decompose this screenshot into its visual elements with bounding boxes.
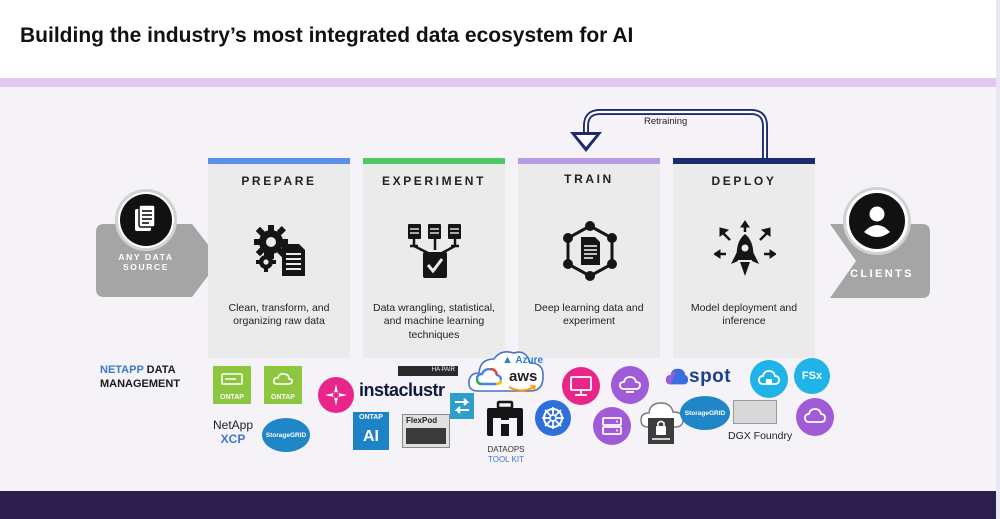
cloud-lock-icon (757, 368, 781, 390)
data-label: DATA (147, 364, 176, 376)
spot-logo-mark (665, 366, 689, 388)
flexpod-logo: FlexPod (402, 414, 450, 448)
stage-bar (673, 158, 815, 164)
secure-cloud-logo (750, 360, 788, 398)
stage-description: Clean, transform, and organizing raw dat… (214, 302, 344, 329)
management-label: MANAGEMENT (100, 378, 180, 392)
stage-train: TRAIN Deep learning data and experiment (518, 158, 660, 358)
storagegrid-label: StorageGRID (685, 410, 725, 417)
rocket-icon (714, 220, 776, 282)
aws-smile-icon (508, 385, 536, 393)
document-stack-icon (118, 192, 174, 248)
ontap-ai-bottom: AI (353, 428, 389, 446)
swap-logo (450, 393, 474, 419)
flexpod-label: FlexPod (406, 416, 437, 425)
compass-logo (318, 377, 354, 413)
google-cloud-icon (476, 368, 502, 386)
source-label-line2: SOURCE (100, 263, 192, 273)
swap-arrows-icon (450, 393, 474, 419)
stage-prepare: PREPARE Clean, tran (208, 158, 350, 358)
hw-label: HA PAIR (432, 367, 455, 373)
cloud-service-logo-2 (796, 398, 834, 436)
rack-image (406, 428, 446, 444)
storagegrid-logo-1: StorageGRID (262, 418, 310, 452)
toolkit-text: TOOL KIT (473, 455, 539, 465)
server-appliance (648, 418, 674, 444)
kubernetes-logo (535, 400, 571, 436)
stage-experiment: EXPERIMENT Data wrangling, statistical, … (363, 158, 505, 358)
stage-title: EXPERIMENT (363, 174, 505, 188)
data-management-label: NETAPP DATA MANAGEMENT (100, 364, 180, 392)
azure-icon: ▲ (502, 354, 513, 366)
clients-icon-circle (843, 187, 911, 255)
stage-deploy: DEPLOY Model deployment and inference (673, 158, 815, 358)
server-stack-icon (601, 415, 623, 437)
storage-service-logo (593, 407, 631, 445)
dgx-system-image (733, 400, 777, 424)
clients-label: CLIENTS (838, 268, 926, 280)
storagegrid-logo-2: StorageGRID (680, 396, 730, 430)
fsx-label: FSx (802, 370, 822, 382)
monitor-icon (569, 375, 593, 397)
stage-description: Data wrangling, statistical, and machine… (369, 302, 499, 342)
spot-cloud-icon (665, 366, 689, 388)
xcp-text: XCP (208, 432, 258, 446)
azure-logo: ▲ Azure (502, 354, 543, 366)
stage-title: PREPARE (208, 174, 350, 188)
network-document-icon (559, 220, 621, 282)
ontap-ai-top: ONTAP (353, 414, 389, 421)
source-icon-circle (115, 189, 177, 251)
dgx-foundry-label: DGX Foundry (728, 430, 792, 442)
spot-logo: spot (689, 366, 731, 388)
user-icon (846, 190, 908, 252)
cloud-icon (803, 407, 827, 427)
netapp-label: NETAPP (100, 364, 144, 376)
stage-title: TRAIN (518, 172, 660, 186)
ontap-label: ONTAP (264, 394, 302, 401)
compass-icon (324, 383, 348, 407)
stage-bar (363, 158, 505, 164)
cloud-icon (272, 371, 294, 387)
dataops-toolkit-label: DATAOPS TOOL KIT (473, 445, 539, 465)
ha-pair-hardware: HA PAIR (398, 366, 458, 376)
storage-icon (221, 371, 243, 387)
netapp-xcp-logo: NetApp XCP (208, 418, 258, 446)
cloud-icon (618, 375, 642, 395)
instaclustr-logo: instaclustr (359, 380, 445, 401)
stage-bar (208, 158, 350, 164)
stage-description: Model deployment and inference (679, 302, 809, 329)
fsx-logo: FSx (794, 358, 830, 394)
gears-document-icon (249, 220, 311, 282)
monitor-logo (562, 367, 600, 405)
lock-server-icon (648, 418, 674, 444)
slide-edge (996, 0, 1000, 519)
ontap-label: ONTAP (213, 394, 251, 401)
ontap-logo-2: ONTAP (264, 366, 302, 404)
dataops-text: DATAOPS (473, 445, 539, 455)
ontap-logo-1: ONTAP (213, 366, 251, 404)
stage-bar (518, 158, 660, 164)
storagegrid-label: StorageGRID (266, 432, 306, 439)
netapp-text: NetApp (208, 418, 258, 432)
data-processing-icon (404, 220, 466, 282)
source-label: ANY DATA SOURCE (100, 253, 192, 273)
aws-logo: aws (509, 368, 537, 385)
retraining-label: Retraining (644, 116, 687, 127)
toolkit-icon (485, 400, 525, 438)
footer-bar (0, 491, 1000, 519)
stage-title: DEPLOY (673, 174, 815, 188)
stage-description: Deep learning data and experiment (524, 302, 654, 329)
ontap-ai-logo: ONTAP AI (353, 412, 389, 450)
page-title: Building the industry’s most integrated … (20, 24, 633, 48)
azure-label: Azure (515, 355, 543, 366)
title-divider (0, 78, 996, 87)
kubernetes-icon (539, 404, 567, 432)
